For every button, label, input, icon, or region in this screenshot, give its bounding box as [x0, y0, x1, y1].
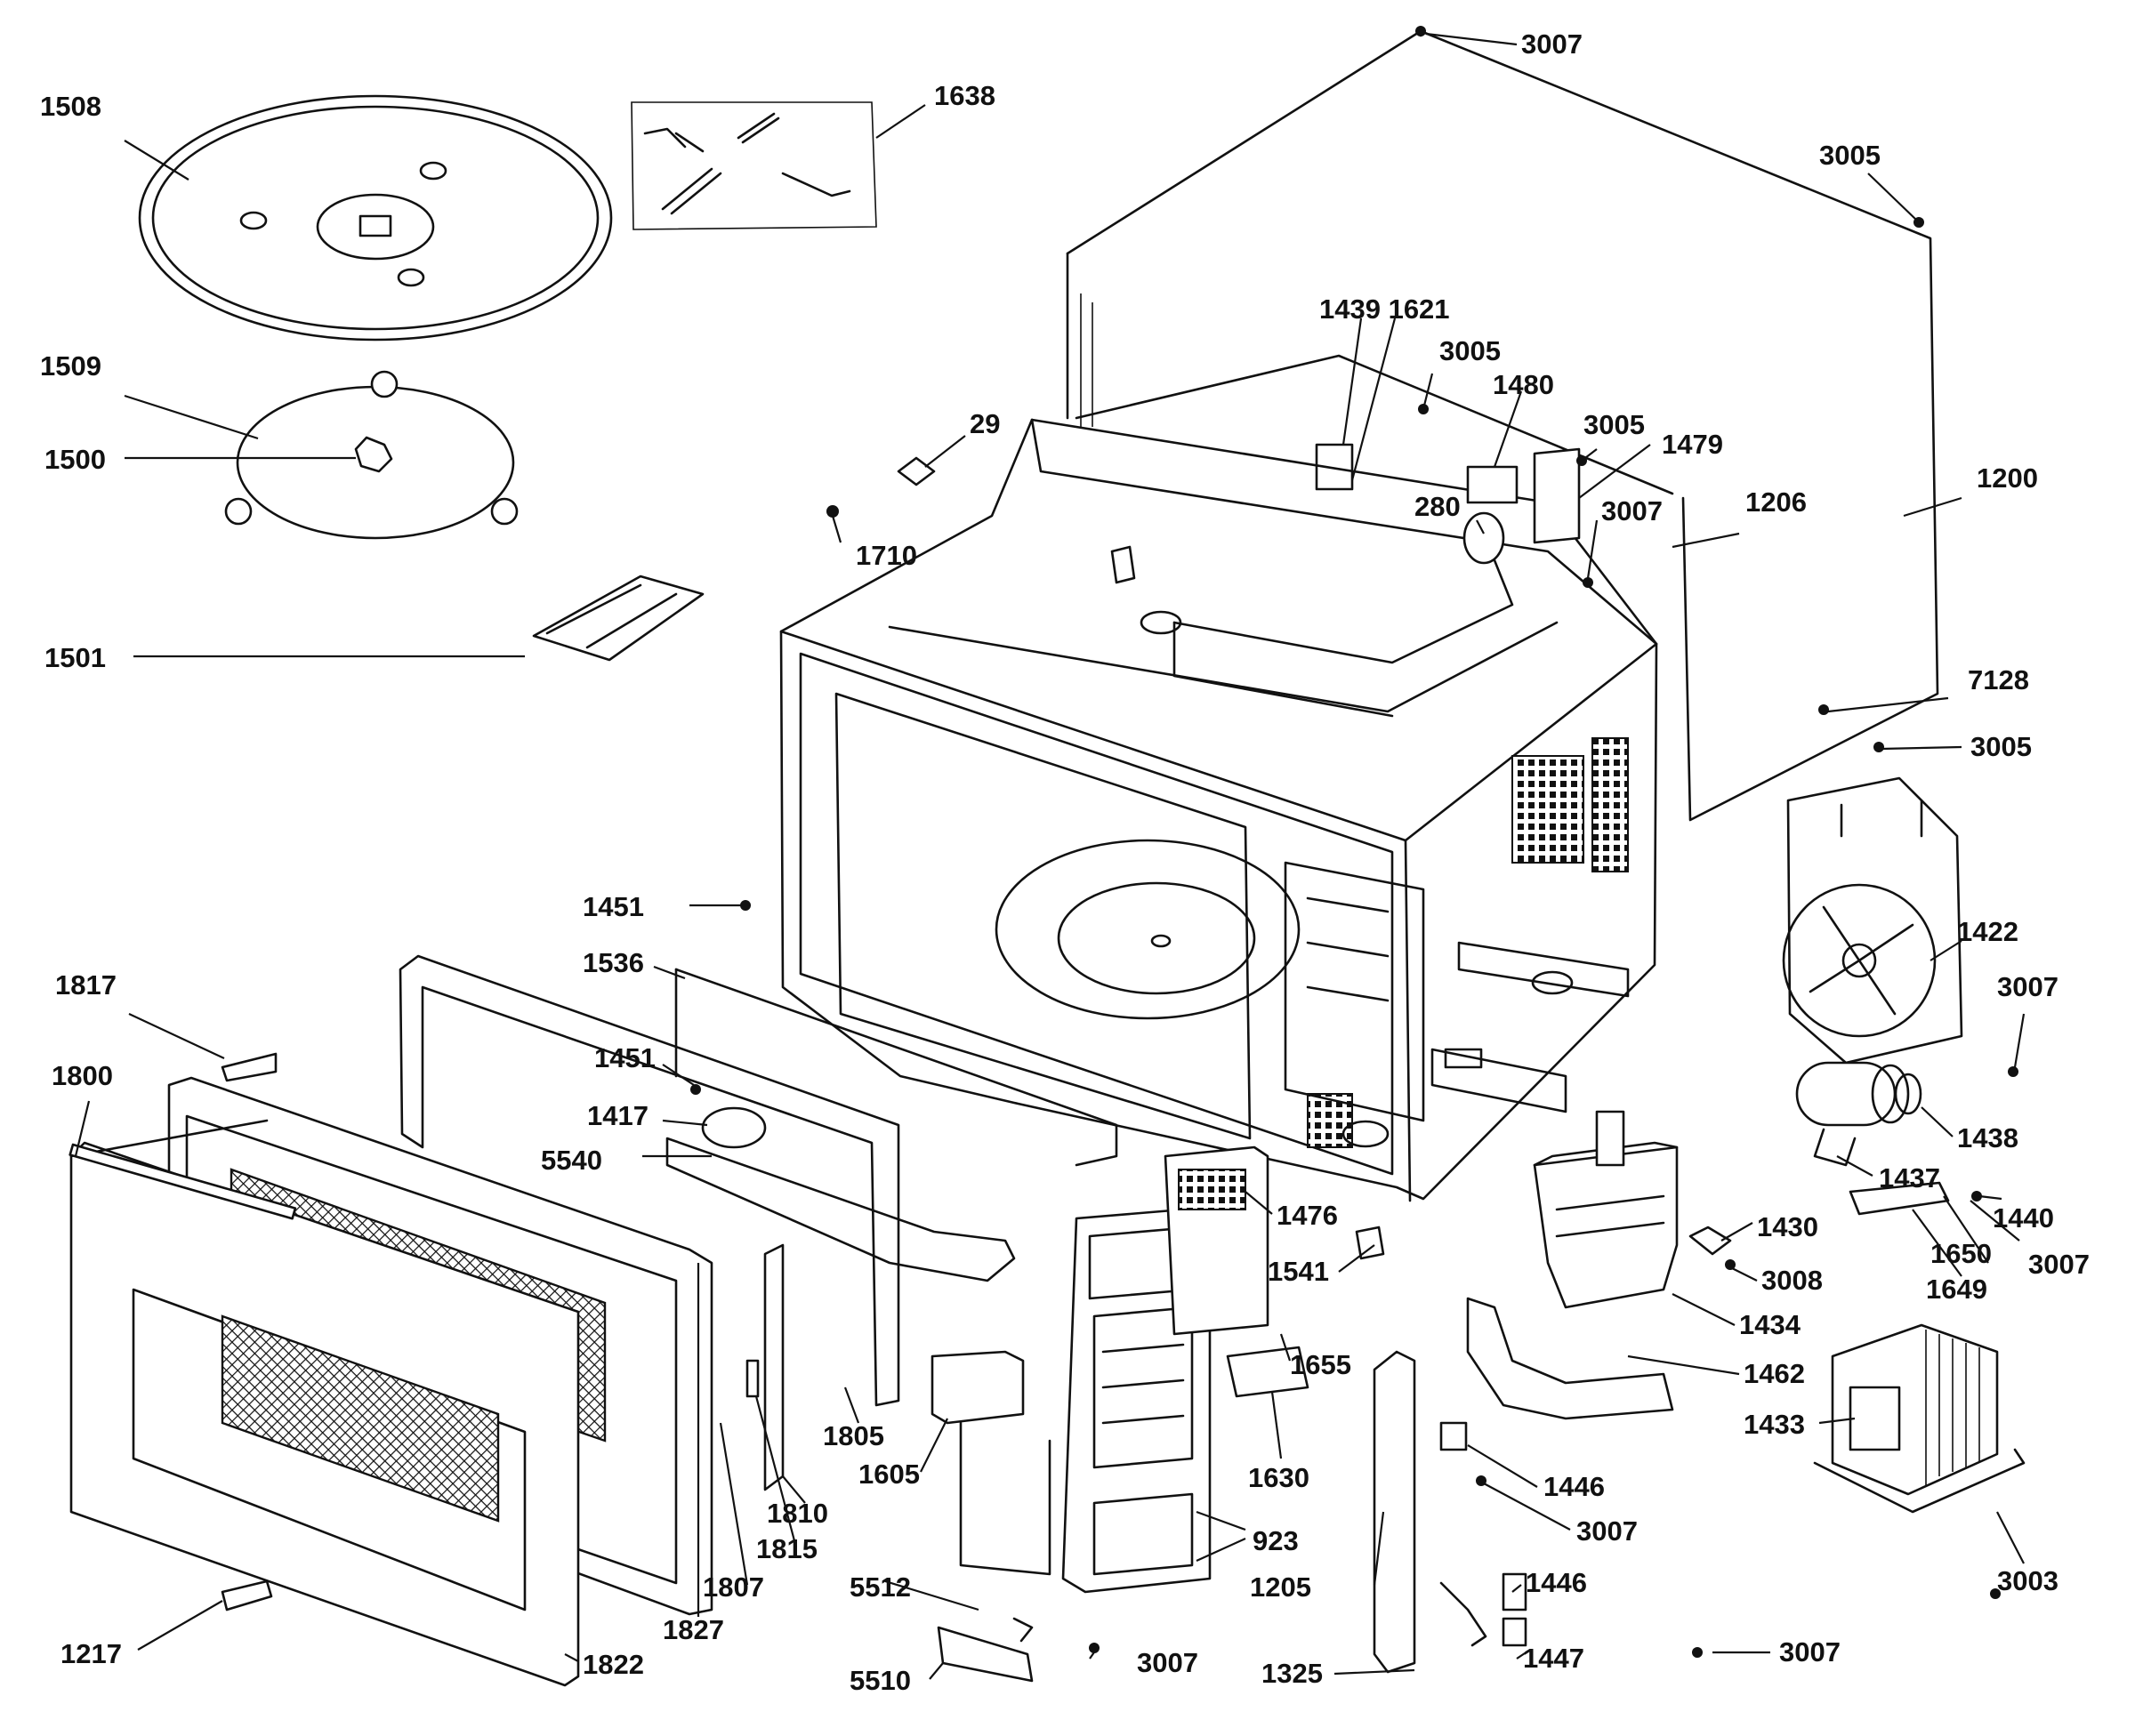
- callout-label: 1451: [583, 891, 644, 922]
- door-frame-1536: [399, 954, 1118, 1407]
- callout-label: 3007: [1601, 495, 1663, 526]
- callout-label: 1434: [1739, 1309, 1801, 1340]
- callout-label: 3007: [1137, 1647, 1198, 1678]
- callout-label: 1710: [856, 540, 917, 571]
- callout-label: 5512: [850, 1571, 911, 1603]
- callout-label: 3007: [1997, 971, 2058, 1002]
- magnetron-1434: [1533, 1110, 1679, 1309]
- callout-label: 1446: [1543, 1471, 1605, 1502]
- callout-label: 280: [1414, 491, 1461, 522]
- callout-label: 1433: [1744, 1409, 1805, 1440]
- callout-label: 1536: [583, 947, 644, 978]
- callout-label: 1605: [858, 1459, 920, 1490]
- callout-label: 1655: [1290, 1349, 1351, 1380]
- door-assembly-1822: [68, 1076, 713, 1687]
- callout-label: 3003: [1997, 1565, 2058, 1596]
- callout-label: 29: [970, 408, 1000, 439]
- callout-label: 1827: [663, 1614, 724, 1645]
- callout-label: 1810: [767, 1498, 828, 1529]
- callout-label: 1650: [1930, 1238, 1992, 1269]
- hinge-1217: [221, 1579, 273, 1611]
- bracket-1650: [1849, 1181, 1950, 1216]
- callout-label: 3005: [1583, 409, 1645, 440]
- callout-label: 1630: [1248, 1462, 1309, 1493]
- tray-1501: [532, 575, 705, 662]
- callout-label: 1508: [40, 91, 101, 122]
- callout-label: 1438: [1957, 1122, 2018, 1153]
- fan-assembly-1422: [1782, 776, 1963, 1065]
- callout-label: 1476: [1277, 1200, 1338, 1231]
- waveguide-1462: [1466, 1297, 1674, 1420]
- transformer-1433: [1813, 1323, 2026, 1514]
- callout-label: 1422: [1957, 916, 2018, 947]
- callout-label: 1447: [1523, 1643, 1584, 1674]
- callout-label: 1200: [1977, 462, 2038, 494]
- callout-label: 1206: [1745, 486, 1807, 518]
- small-parts: [221, 443, 1950, 1611]
- callout-label: 1638: [934, 80, 995, 111]
- callout-label: 3005: [1819, 140, 1881, 171]
- leader-lines: [74, 32, 2026, 1680]
- callout-label: 1805: [823, 1420, 884, 1451]
- callout-label: 3007: [1576, 1515, 1638, 1547]
- callout-label: 1817: [55, 969, 117, 1001]
- inner-oven-cavity: [779, 418, 1658, 1202]
- glass-turntable-1508: [138, 94, 613, 342]
- panel-cover-1605: [931, 1350, 1051, 1576]
- thermal-fuse-1480: [1466, 465, 1519, 504]
- parts-kit-1638: [631, 101, 877, 230]
- callout-label: 1430: [1757, 1211, 1818, 1242]
- turntable-motor-1417: [665, 1106, 1016, 1282]
- callout-label: 1501: [44, 642, 106, 673]
- callout-label: 1800: [52, 1060, 113, 1091]
- callout-label: 3007: [2028, 1249, 2090, 1280]
- callout-label: 1541: [1268, 1256, 1329, 1287]
- hinge-1817: [221, 1052, 278, 1082]
- callout-label: 1437: [1879, 1162, 1940, 1194]
- control-panel-923: [1061, 1145, 1269, 1594]
- callout-label: 1440: [1993, 1202, 2054, 1234]
- callout-label: 1462: [1744, 1358, 1805, 1389]
- callout-label: 3007: [1521, 28, 1583, 60]
- callout-label: 1822: [583, 1649, 644, 1680]
- callout-label: 1205: [1250, 1571, 1311, 1603]
- callout-label: 3005: [1439, 335, 1501, 366]
- callout-label: 3007: [1779, 1636, 1841, 1668]
- callout-label: 1649: [1926, 1274, 1987, 1305]
- cover-1479: [1533, 447, 1581, 544]
- lamp-280: [1462, 511, 1505, 565]
- callout-label: 5540: [541, 1145, 602, 1176]
- callout-label: 1815: [756, 1533, 818, 1564]
- outer-cabinet-1200: [1066, 29, 1939, 822]
- door-latch-1810: [745, 1243, 785, 1491]
- screws: [690, 26, 2018, 1658]
- switch-1439: [1315, 443, 1354, 491]
- callout-label: 7128: [1968, 664, 2029, 695]
- callout-label: 5510: [850, 1665, 911, 1696]
- fuse-1541: [1355, 1226, 1385, 1260]
- callout-label: 1451: [594, 1042, 656, 1073]
- bracket-1630: [1226, 1346, 1309, 1398]
- callout-label: 1480: [1493, 369, 1554, 400]
- callout-label: 1446: [1526, 1567, 1587, 1598]
- callout-label: 1417: [587, 1100, 649, 1131]
- callout-label: 1439 1621: [1319, 293, 1450, 325]
- interlock-bracket-1205: [1373, 1350, 1527, 1674]
- capacitor-1438: [1795, 1061, 1922, 1167]
- sensor-1430: [1688, 1226, 1732, 1256]
- callout-label: 923: [1253, 1525, 1299, 1556]
- callout-label: 1325: [1261, 1658, 1323, 1689]
- callout-label: 3008: [1761, 1265, 1823, 1296]
- callout-label: 1479: [1662, 429, 1723, 460]
- callout-label: 1807: [703, 1571, 764, 1603]
- callout-labels: 1508 1638 3007 3005 1509 1500 1439 1621 …: [40, 28, 2090, 1696]
- callout-label: 1500: [44, 444, 106, 475]
- roller-ring-1509: [224, 370, 519, 540]
- part-5510: [937, 1617, 1034, 1683]
- part-29: [897, 456, 936, 486]
- callout-label: 1509: [40, 350, 101, 382]
- callout-label: 1217: [60, 1638, 122, 1669]
- callout-label: 3005: [1970, 731, 2032, 762]
